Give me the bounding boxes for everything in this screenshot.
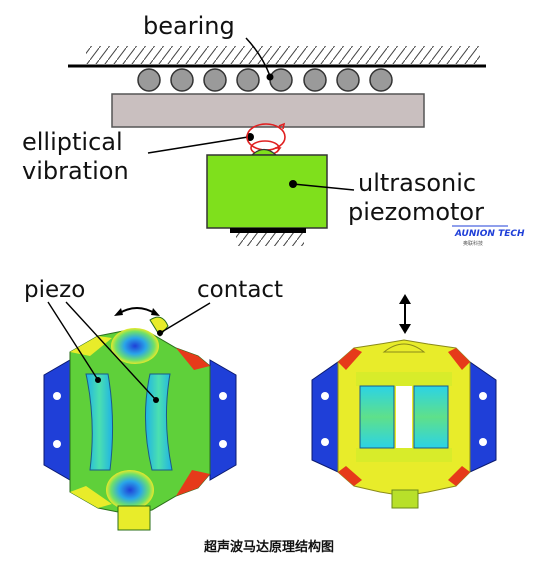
stress-spot-top [111, 328, 159, 364]
fem-model-left: piezo contact [24, 277, 283, 531]
piezo-bar-r1 [359, 385, 395, 449]
fem-model-right [311, 294, 497, 509]
bearing-label: bearing [143, 12, 235, 40]
vertical-double-arrow-icon [399, 294, 411, 334]
contact-leader [159, 302, 211, 334]
bearing-ball [369, 68, 393, 92]
stress-spot-bottom [106, 470, 154, 510]
piezo-leader-1 [47, 301, 99, 381]
piezomotor-leader [292, 183, 355, 191]
side-plate-left-r [311, 361, 339, 473]
bearing-balls [137, 68, 393, 92]
side-plate-right-r [469, 361, 497, 473]
bearing-ball [170, 68, 194, 92]
bottom-stub-left [117, 505, 151, 531]
svg-text:AUNION TECH: AUNION TECH [454, 229, 525, 239]
vibration-label: vibration [22, 157, 129, 185]
top-schematic: bearing elliptical vibration ultrasonic … [22, 12, 525, 247]
slider-plate [111, 93, 425, 128]
bearing-ball [137, 68, 161, 92]
bearing-ball [336, 68, 360, 92]
aunion-tech-logo: AUNION TECH 奥联科技 [452, 225, 525, 247]
svg-text:奥联科技: 奥联科技 [463, 240, 483, 247]
piezo-leader-2 [65, 301, 157, 401]
elliptical-leader [147, 136, 249, 154]
piezo-bar-r2 [413, 385, 449, 449]
ground-plate [230, 228, 306, 233]
ultrasonic-label: ultrasonic [358, 169, 476, 197]
bearing-ball [269, 68, 293, 92]
bearing-ball [236, 68, 260, 92]
bearing-ball [203, 68, 227, 92]
ground-hatch-top [86, 46, 480, 64]
piezo-label: piezo [24, 277, 85, 303]
elliptical-label: elliptical [22, 128, 123, 156]
piezo-block [206, 154, 328, 229]
ground-hatch-bottom [236, 233, 304, 246]
piezo-bar-left [85, 373, 114, 471]
piezomotor-label: piezomotor [348, 198, 484, 226]
bottom-stub-right [391, 489, 419, 509]
piezo-bar-right [145, 373, 173, 471]
bearing-leader [245, 37, 271, 77]
contact-label: contact [197, 277, 283, 303]
side-plate-left [43, 359, 71, 481]
curved-double-arrow-icon [114, 307, 160, 316]
top-dome-right [382, 343, 426, 353]
piezo-tip [250, 148, 278, 156]
bearing-ball [303, 68, 327, 92]
side-plate-right [209, 359, 237, 481]
bearing-leader-dot [266, 73, 274, 81]
figure-caption: 超声波马达原理结构图 [203, 540, 334, 555]
